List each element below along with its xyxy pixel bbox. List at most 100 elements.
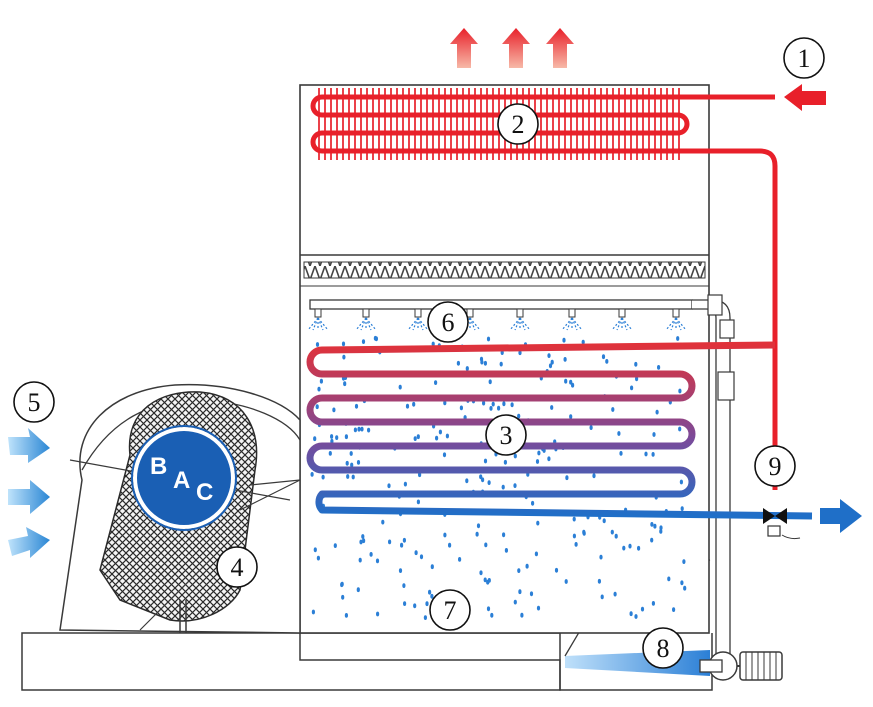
water-drop — [413, 436, 417, 441]
callout-3-label: 3 — [500, 421, 513, 450]
water-drop — [487, 578, 491, 583]
callout-1-label: 1 — [798, 44, 811, 73]
water-drop — [547, 456, 551, 462]
valve — [763, 508, 801, 540]
water-drop — [513, 453, 517, 459]
water-drop — [602, 518, 606, 524]
arrow-right-icon — [820, 499, 862, 533]
water-drop — [319, 378, 323, 384]
water-drop — [605, 359, 609, 364]
basin-outline — [299, 633, 713, 691]
water-drop — [351, 474, 355, 480]
callout-9: 9 — [754, 445, 796, 487]
callout-6-label: 6 — [442, 308, 455, 337]
water-drop — [361, 534, 365, 539]
spray-nozzle — [307, 308, 329, 331]
water-drop — [423, 615, 427, 620]
air-out-arrows — [450, 28, 574, 68]
water-drop — [357, 426, 361, 432]
water-drop — [349, 451, 353, 456]
water-drop — [335, 435, 339, 440]
water-drop — [345, 460, 349, 466]
water-drop — [517, 413, 521, 419]
water-drop — [650, 537, 654, 543]
water-drop — [564, 378, 568, 384]
water-drop — [531, 500, 535, 506]
water-drop — [652, 432, 656, 437]
spray-nozzle — [611, 308, 633, 331]
water-drop — [634, 614, 638, 619]
water-drop — [635, 376, 639, 382]
water-drop — [650, 522, 654, 527]
water-drop — [610, 529, 614, 535]
water-drop — [333, 543, 337, 548]
water-drop — [344, 613, 348, 618]
callout-7-label: 7 — [444, 596, 457, 625]
pump — [699, 651, 783, 681]
water-drop — [367, 427, 371, 433]
water-drop — [678, 388, 682, 394]
water-drop — [679, 479, 684, 485]
water-drop — [491, 401, 495, 407]
water-drop — [425, 601, 429, 607]
water-drop — [518, 350, 522, 356]
water-drop — [414, 550, 418, 556]
water-drop — [667, 576, 671, 582]
water-drop — [518, 589, 522, 595]
water-drop — [683, 585, 687, 591]
water-drop — [571, 382, 575, 388]
arrow-right-icon — [8, 428, 50, 463]
water-drop — [563, 357, 567, 362]
water-drop — [316, 555, 320, 561]
water-drop — [550, 405, 554, 410]
water-drop — [358, 557, 362, 563]
water-drop — [428, 589, 432, 595]
water-drop — [465, 478, 469, 484]
water-drop — [346, 474, 350, 479]
water-drop — [517, 568, 521, 573]
water-drop — [554, 567, 559, 573]
water-drop — [651, 452, 655, 457]
callout-8: 8 — [642, 627, 684, 669]
cooling-coil — [306, 341, 813, 520]
water-drop — [479, 474, 483, 480]
water-drop — [613, 591, 617, 597]
water-drop — [482, 400, 486, 406]
callout-8-label: 8 — [657, 634, 670, 663]
air-in-arrows — [8, 428, 50, 558]
callout-5: 5 — [13, 381, 55, 423]
water-drop — [489, 406, 493, 411]
water-drop — [479, 570, 483, 576]
water-drop — [536, 520, 540, 526]
water-drop — [534, 551, 539, 557]
water-drop — [311, 609, 315, 615]
water-drop — [356, 587, 360, 593]
arrow-up-icon — [546, 28, 574, 68]
water-drop — [369, 552, 373, 557]
water-drop — [481, 477, 485, 483]
water-drop — [381, 519, 385, 525]
water-drop — [565, 475, 569, 481]
water-drop — [430, 593, 434, 599]
water-drop — [629, 611, 633, 617]
water-drop — [659, 525, 663, 531]
water-drop — [359, 539, 363, 545]
water-drop — [520, 612, 524, 618]
water-drop — [569, 379, 573, 385]
water-drop — [630, 385, 634, 391]
water-drop — [510, 402, 514, 408]
water-drop — [413, 603, 417, 609]
water-drop — [402, 583, 406, 588]
water-drop — [640, 606, 645, 612]
water-drop — [535, 459, 540, 464]
water-drop — [589, 425, 593, 430]
water-drop — [435, 435, 439, 441]
water-drop — [502, 401, 506, 407]
water-drop — [564, 579, 568, 584]
logo-letter-a: A — [173, 467, 190, 494]
drift-eliminator — [303, 261, 706, 279]
water-drop — [443, 532, 447, 538]
arrow-up-icon — [502, 28, 530, 68]
water-drop — [599, 554, 603, 560]
water-drop — [448, 542, 452, 548]
